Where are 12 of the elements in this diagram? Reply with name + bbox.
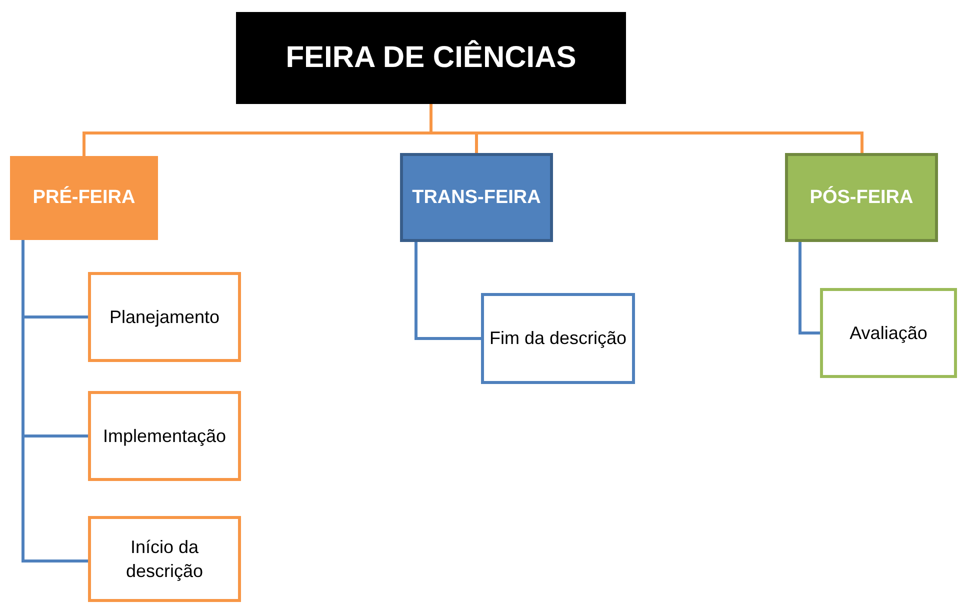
connector-line: [798, 242, 820, 334]
connector-line: [414, 242, 481, 340]
phase-box: PRÉ-FEIRA: [10, 156, 158, 240]
phase-box: PÓS-FEIRA: [785, 153, 938, 242]
task-box: Avaliação: [820, 288, 957, 378]
task-box: Implementação: [88, 391, 241, 481]
task-box: Início da descrição: [88, 516, 241, 602]
title-box: FEIRA DE CIÊNCIAS: [236, 12, 626, 104]
phase-box: TRANS-FEIRA: [400, 153, 553, 242]
task-box: Fim da descrição: [481, 293, 635, 384]
connector-line: [22, 240, 88, 562]
task-box: Planejamento: [88, 272, 241, 362]
